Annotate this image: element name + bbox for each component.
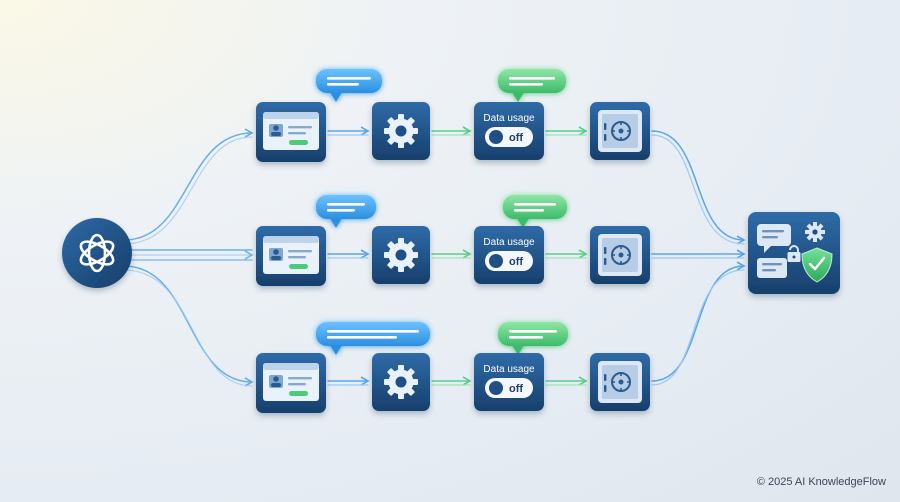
message-bubble-blue xyxy=(316,322,430,355)
document-icon xyxy=(757,258,787,278)
data-usage-label: Data usage xyxy=(483,237,535,248)
data-usage-tile: Data usage off xyxy=(474,102,544,160)
ai-logo-icon xyxy=(79,233,115,273)
flow-row-1: Data usage off xyxy=(256,69,650,162)
message-bubble-blue xyxy=(316,69,382,102)
gear-icon xyxy=(805,222,825,242)
connector-hub-row1 xyxy=(123,128,254,245)
message-bubble-green xyxy=(498,322,568,355)
processing-tile xyxy=(372,102,430,160)
ai-hub xyxy=(62,218,132,288)
vault-icon xyxy=(598,234,642,276)
flow-row-3: Data usage off xyxy=(256,322,650,413)
data-usage-tile: Data usage off xyxy=(474,353,544,411)
shield-check-icon xyxy=(801,247,833,283)
data-usage-toggle[interactable]: off xyxy=(485,127,533,147)
processing-tile xyxy=(372,226,430,284)
vault-icon xyxy=(598,361,642,403)
copyright-notice: © 2025 AI KnowledgeFlow xyxy=(756,476,886,488)
secure-vault-tile xyxy=(590,226,650,284)
hub-circle xyxy=(62,218,132,288)
toggle-state-label: off xyxy=(509,383,523,395)
data-usage-label: Data usage xyxy=(483,364,535,375)
data-usage-toggle[interactable]: off xyxy=(485,378,533,398)
flow-row-2: Data usage off xyxy=(256,195,650,286)
message-bubble-green xyxy=(503,195,567,228)
data-usage-label: Data usage xyxy=(483,113,535,124)
row1-links xyxy=(327,126,588,136)
connector-vaults-destination xyxy=(651,130,746,386)
toggle-state-label: off xyxy=(509,256,523,268)
gear-icon xyxy=(384,238,418,272)
connector-hub-row2 xyxy=(131,249,254,261)
profile-card-icon xyxy=(263,236,319,274)
connector-lines xyxy=(123,126,746,387)
profile-card-icon xyxy=(263,112,319,150)
row3-links xyxy=(327,376,588,386)
secure-vault-tile xyxy=(590,102,650,160)
toggle-state-label: off xyxy=(509,132,523,144)
secure-vault-tile xyxy=(590,353,650,411)
user-profile-tile xyxy=(256,226,326,286)
secure-destination-panel xyxy=(748,212,840,294)
gear-icon xyxy=(384,365,418,399)
user-profile-tile xyxy=(256,353,326,413)
data-usage-toggle[interactable]: off xyxy=(485,251,533,271)
vault-icon xyxy=(598,110,642,152)
profile-card-icon xyxy=(263,363,319,401)
connector-hub-row3 xyxy=(123,265,254,387)
data-usage-tile: Data usage off xyxy=(474,226,544,284)
chat-message-icon xyxy=(757,224,791,253)
message-bubble-green xyxy=(498,69,566,102)
processing-tile xyxy=(372,353,430,411)
lock-icon xyxy=(787,245,801,262)
user-profile-tile xyxy=(256,102,326,162)
gear-icon xyxy=(384,114,418,148)
message-bubble-blue xyxy=(316,195,376,228)
row2-links xyxy=(327,249,588,259)
